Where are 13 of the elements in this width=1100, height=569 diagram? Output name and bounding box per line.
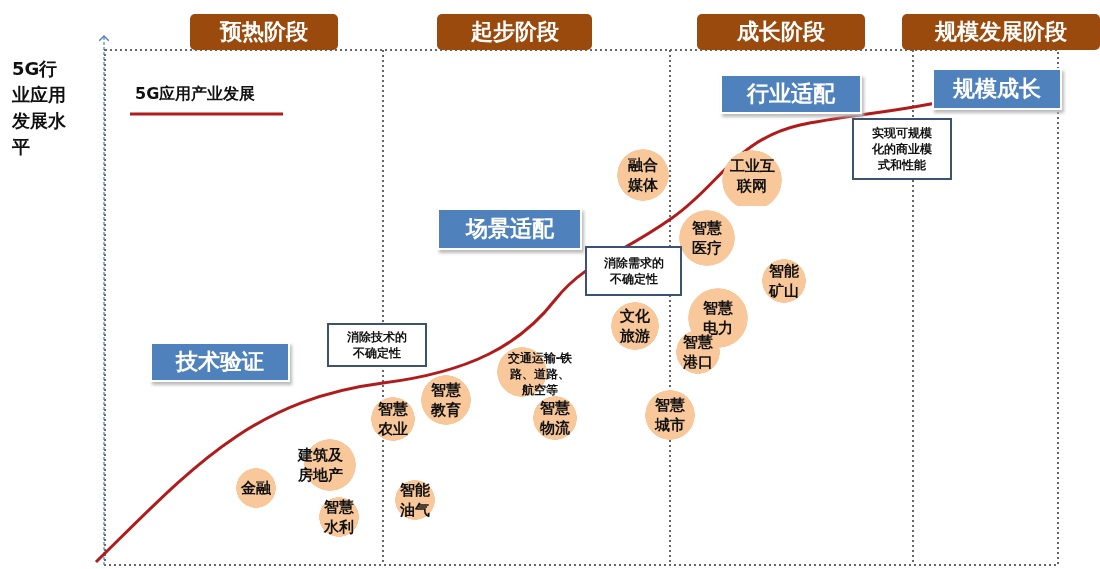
note-box: 消除技术的不确定性 <box>327 323 427 367</box>
stage-tab: 起步阶段 <box>437 14 592 50</box>
phase-box: 技术验证 <box>150 342 290 382</box>
axis-label: 5G行业应用发展水平 <box>12 57 67 159</box>
phase-box: 行业适配 <box>720 74 862 114</box>
phase-box: 场景适配 <box>437 208 582 250</box>
stage-tab: 规模发展阶段 <box>902 14 1100 50</box>
stage-tab: 预热阶段 <box>190 14 338 50</box>
note-box: 消除需求的不确定性 <box>585 246 682 296</box>
note-box: 实现可规模化的商业模式和性能 <box>852 118 952 180</box>
stage-tab: 成长阶段 <box>697 14 865 50</box>
legend-text: 5G应用产业发展 <box>135 84 256 105</box>
phase-box: 规模成长 <box>932 68 1062 110</box>
